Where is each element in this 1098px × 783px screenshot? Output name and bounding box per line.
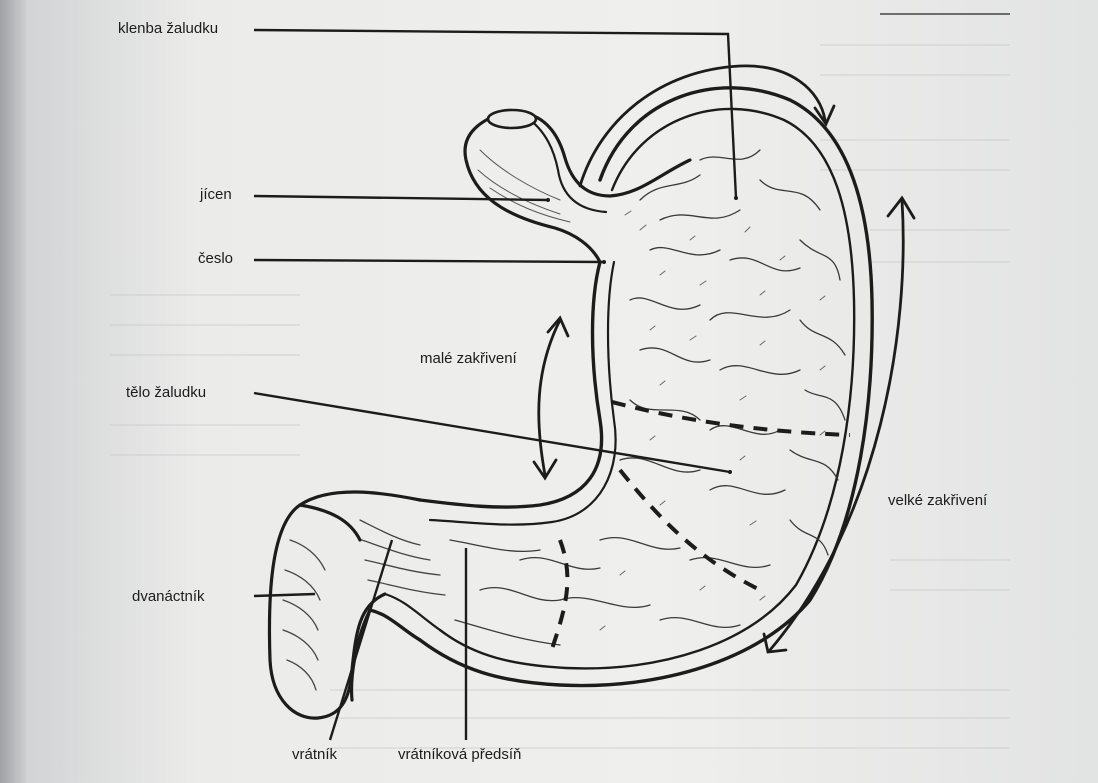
label-ceslo: česlo (198, 250, 233, 268)
label-dvanactnik: dvanáctník (132, 588, 205, 606)
label-jicen: jícen (200, 186, 232, 204)
curvature-arrows (534, 66, 914, 652)
leader-lines (254, 30, 736, 740)
label-vratnikova-predsin: vrátníková předsíň (398, 746, 521, 764)
label-vratnik: vrátník (292, 746, 337, 764)
label-klenba-zaludku: klenba žaludku (118, 20, 218, 38)
label-telo-zaludku: tělo žaludku (126, 384, 206, 402)
region-boundaries (550, 402, 850, 655)
label-male-zakriveni: malé zakřivení (420, 350, 517, 368)
stomach-wall (370, 88, 872, 686)
background-print-texture (110, 45, 1010, 748)
label-velke-zakriveni: velké zakřivení (888, 492, 987, 510)
duodenum (269, 492, 445, 718)
mucosal-folds (450, 150, 845, 645)
